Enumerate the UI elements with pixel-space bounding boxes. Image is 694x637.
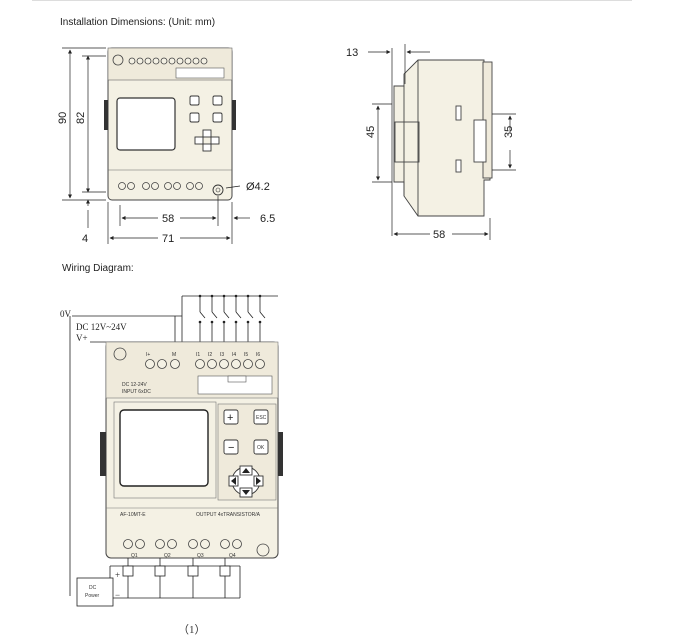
supply-labels: 0V DC 12V~24V V+	[60, 309, 127, 343]
front-dimension-labels: 90 82 4 58 71 6.5 Ø4.2	[57, 112, 275, 245]
term-i3: I3	[220, 352, 224, 358]
term-iplus: I+	[146, 352, 150, 358]
dim-13: 13	[346, 47, 358, 59]
key-minus	[223, 439, 239, 455]
term-m: M	[172, 352, 176, 358]
term-q1: Q1	[131, 553, 138, 559]
input-spec-1: DC 12-24V	[122, 382, 147, 388]
dpad-arrows	[231, 468, 261, 495]
plc-output-terminals	[123, 539, 242, 549]
plc-mount-hole	[113, 347, 127, 361]
svg-text:OK: OK	[257, 445, 265, 451]
svg-text:+: +	[227, 412, 233, 424]
key-ok	[253, 439, 269, 455]
term-i2: I2	[208, 352, 212, 358]
supply-0v: 0V	[60, 309, 72, 319]
term-i1: I1	[196, 352, 200, 358]
plc-lcd	[119, 409, 209, 487]
plc-model: AF-10MT-E	[120, 512, 146, 518]
dim-35: 35	[503, 126, 515, 138]
wiring-heading: Wiring Diagram:	[62, 263, 134, 274]
supply-vplus: V+	[76, 333, 88, 343]
side-dimension-labels: 13 45 35 58	[346, 47, 517, 241]
supply-range: DC 12V~24V	[76, 322, 127, 332]
term-q4: Q4	[229, 553, 236, 559]
dim-82: 82	[75, 112, 87, 124]
dim-71: 71	[162, 233, 174, 245]
front-lcd	[116, 97, 176, 151]
top-divider	[32, 0, 632, 1]
front-dpad	[194, 129, 220, 152]
dc-power-line1: DC	[89, 585, 97, 591]
plc-device: I+ M I1 I2 I3 I4 I5 I6 DC 12-24V INPUT 6…	[100, 341, 283, 559]
mount-hole-bottom	[212, 184, 224, 196]
front-view	[104, 47, 236, 201]
top-terminal-row	[128, 57, 208, 65]
dim-6-5: 6.5	[260, 213, 275, 225]
dim-58-front: 58	[162, 213, 174, 225]
key-esc	[253, 409, 269, 425]
term-i6: I6	[256, 352, 260, 358]
power-minus: −	[115, 590, 120, 600]
bottom-terminal-row	[118, 182, 203, 190]
output-loads	[122, 565, 231, 577]
dim-90: 90	[57, 112, 69, 124]
svg-text:−: −	[228, 442, 234, 454]
dc-power-box	[76, 577, 114, 607]
term-q2: Q2	[164, 553, 171, 559]
dc-power-line2: Power	[85, 593, 100, 599]
input-switches	[199, 296, 266, 358]
dim-4: 4	[82, 233, 88, 245]
dim-45: 45	[365, 126, 377, 138]
key-plus	[223, 409, 239, 425]
term-i5: I5	[244, 352, 248, 358]
input-spec-2: INPUT 6xDC	[122, 389, 151, 395]
mount-hole-top	[112, 54, 124, 66]
term-q3: Q3	[197, 553, 204, 559]
installation-heading: Installation Dimensions: (Unit: mm)	[60, 17, 216, 28]
output-wires	[108, 558, 241, 599]
switch-contacts	[198, 294, 262, 324]
term-i4: I4	[232, 352, 236, 358]
dim-58-side: 58	[433, 229, 445, 241]
plc-input-terminals	[145, 359, 265, 369]
side-view	[393, 59, 493, 217]
svg-text:ESC: ESC	[256, 415, 267, 421]
output-spec: OUTPUT 4xTRANSISTOR/A	[196, 512, 261, 518]
dim-hole-diameter: Ø4.2	[246, 181, 270, 193]
power-plus: +	[115, 570, 120, 580]
figure-caption: （1）	[178, 624, 206, 636]
